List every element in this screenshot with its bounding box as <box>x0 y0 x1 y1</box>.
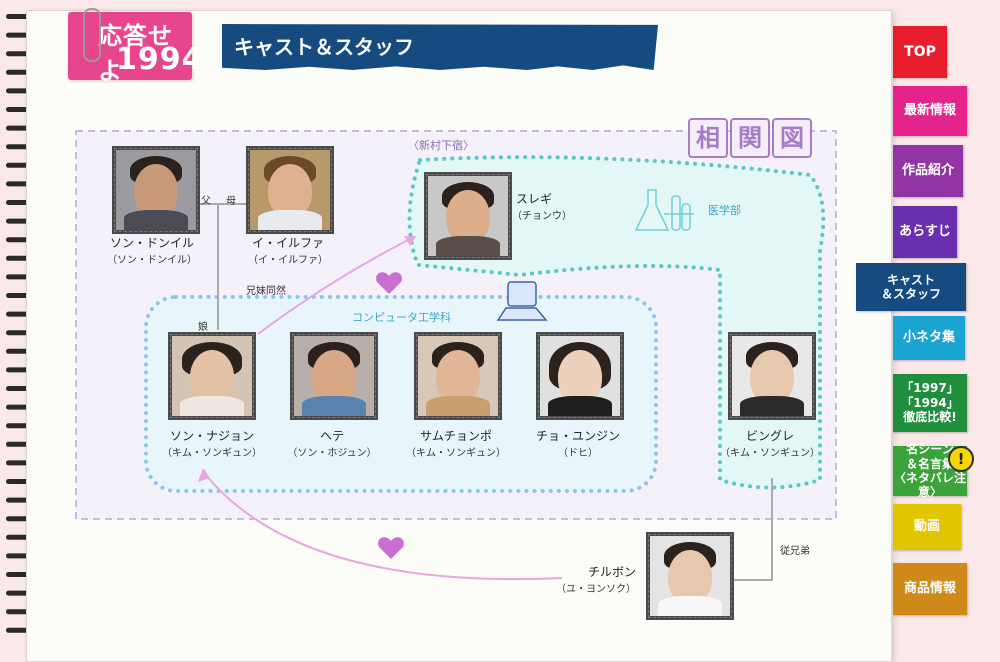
nav-top-button[interactable]: TOP <box>893 26 947 78</box>
heading-char: 図 <box>772 118 812 158</box>
group-label-medical: 医学部 <box>708 204 741 217</box>
logo-title: 応答せよ <box>98 22 173 85</box>
person-name-father: ソン・ドンイル <box>109 236 194 250</box>
relation-daughter: 娘 <box>198 322 208 333</box>
person-actor-najeong: （キム・ソンギュン） <box>162 448 262 459</box>
nav-video-button[interactable]: 動画 <box>893 504 961 550</box>
person-name-samcheonpo: サムチョンポ <box>420 429 492 443</box>
person-name-mother: イ・イルファ <box>251 236 324 250</box>
nav-intro-button[interactable]: 作品紹介 <box>893 145 963 197</box>
warning-icon: ! <box>948 446 974 472</box>
person-photo-mother[interactable] <box>246 146 334 234</box>
person-photo-chilbong[interactable] <box>646 532 734 620</box>
relation-mother: 母 <box>226 196 236 207</box>
nav-cast-button[interactable]: キャスト ＆スタッフ <box>856 263 966 311</box>
relation-siblings: 兄妹同然 <box>246 286 286 297</box>
site-logo[interactable]: 応答せよ 1994 <box>68 12 203 85</box>
nav-compare-button[interactable]: 「1997」 「1994」 徹底比較! <box>893 374 967 432</box>
person-name-bingure: ビングレ <box>745 429 794 443</box>
person-actor-haete: （ソン・ホジュン） <box>287 448 377 459</box>
person-actor-seulgi: （チョンウ） <box>512 211 572 222</box>
chart-heading: 相 関 図 <box>688 118 812 158</box>
heading-char: 関 <box>730 118 770 158</box>
nav-story-button[interactable]: あらすじ <box>893 206 957 258</box>
person-actor-yunjin: （ドヒ） <box>558 448 598 459</box>
computer-dept-zone <box>144 295 658 493</box>
nav-quotes-button[interactable]: 名シーン ＆名言集 〈ネタバレ注意〉 <box>893 442 967 500</box>
person-actor-samcheonpo: （キム・ソンギュン） <box>406 448 506 459</box>
nav-news-button[interactable]: 最新情報 <box>893 86 967 136</box>
person-photo-najeong[interactable] <box>168 332 256 420</box>
person-name-najeong: ソン・ナジョン <box>169 429 254 443</box>
person-name-yunjin: チョ・ユンジン <box>535 429 620 443</box>
boarding-house-zone <box>407 155 826 490</box>
relationship-chart <box>75 130 837 581</box>
cousins-line <box>732 478 773 581</box>
person-name-chilbong: チルボン <box>587 565 636 579</box>
page-title: キャスト＆スタッフ <box>222 24 658 70</box>
person-photo-haete[interactable] <box>290 332 378 420</box>
nav-goods-button[interactable]: 商品情報 <box>893 563 967 615</box>
person-photo-seulgi[interactable] <box>424 172 512 260</box>
person-actor-father: （ソン・ドンイル） <box>107 255 197 266</box>
person-actor-bingure: （キム・ソンギュン） <box>720 448 820 459</box>
group-label-boarding-house: 〈新村下宿〉 <box>408 139 474 152</box>
arrow-head <box>198 468 210 482</box>
paperclip-icon <box>83 8 101 62</box>
relation-father: 父 <box>201 196 211 207</box>
computer-icon <box>496 281 548 321</box>
lab-flask-icon <box>634 189 694 231</box>
love-arrow-to-seulgi <box>257 237 413 335</box>
person-actor-chilbong: （ユ・ヨンソク） <box>556 584 636 595</box>
logo-year: 1994 <box>116 42 204 77</box>
person-photo-samcheonpo[interactable] <box>414 332 502 420</box>
arrow-head <box>404 236 416 246</box>
nav-trivia-button[interactable]: 小ネタ集 <box>893 316 965 360</box>
person-photo-father[interactable] <box>112 146 200 234</box>
heading-char: 相 <box>688 118 728 158</box>
relation-cousins: 従兄弟 <box>780 546 810 557</box>
person-actor-mother: （イ・イルファ） <box>248 255 328 266</box>
heart-icon <box>378 537 404 559</box>
love-arrow-to-najeong <box>204 473 563 581</box>
heart-icon <box>376 272 402 294</box>
person-photo-yunjin[interactable] <box>536 332 624 420</box>
person-name-haete: ヘテ <box>319 429 344 443</box>
person-name-seulgi: スレギ <box>516 192 553 206</box>
person-photo-bingure[interactable] <box>728 332 816 420</box>
group-label-computer: コンピュータ工学科 <box>352 311 451 324</box>
